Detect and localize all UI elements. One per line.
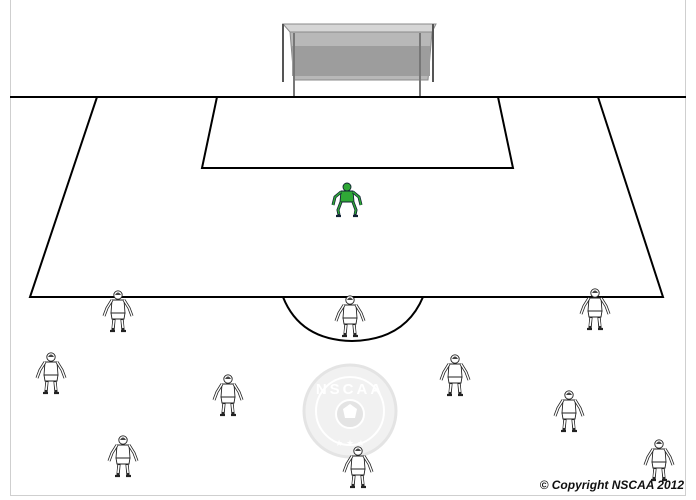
player-right-edge-box[interactable] [581, 289, 609, 329]
goal [283, 24, 436, 96]
watermark-text: NSCAA [316, 381, 384, 398]
player-bottom-right[interactable] [645, 440, 673, 480]
player-far-left[interactable] [37, 353, 65, 393]
player-right-center[interactable] [441, 355, 469, 395]
goal-net-shade [292, 46, 430, 76]
player-right[interactable] [555, 391, 583, 431]
nscaa-watermark-logo: NSCAA ★ ★ ★ [304, 365, 396, 457]
player-top-arc[interactable] [336, 296, 364, 336]
goal-net-top [283, 24, 436, 32]
goalkeeper[interactable] [333, 183, 361, 216]
copyright-notice: © Copyright NSCAA 2012 [540, 478, 684, 492]
goal-area [202, 97, 513, 168]
player-bottom-left[interactable] [109, 436, 137, 476]
player-left-center[interactable] [214, 375, 242, 415]
